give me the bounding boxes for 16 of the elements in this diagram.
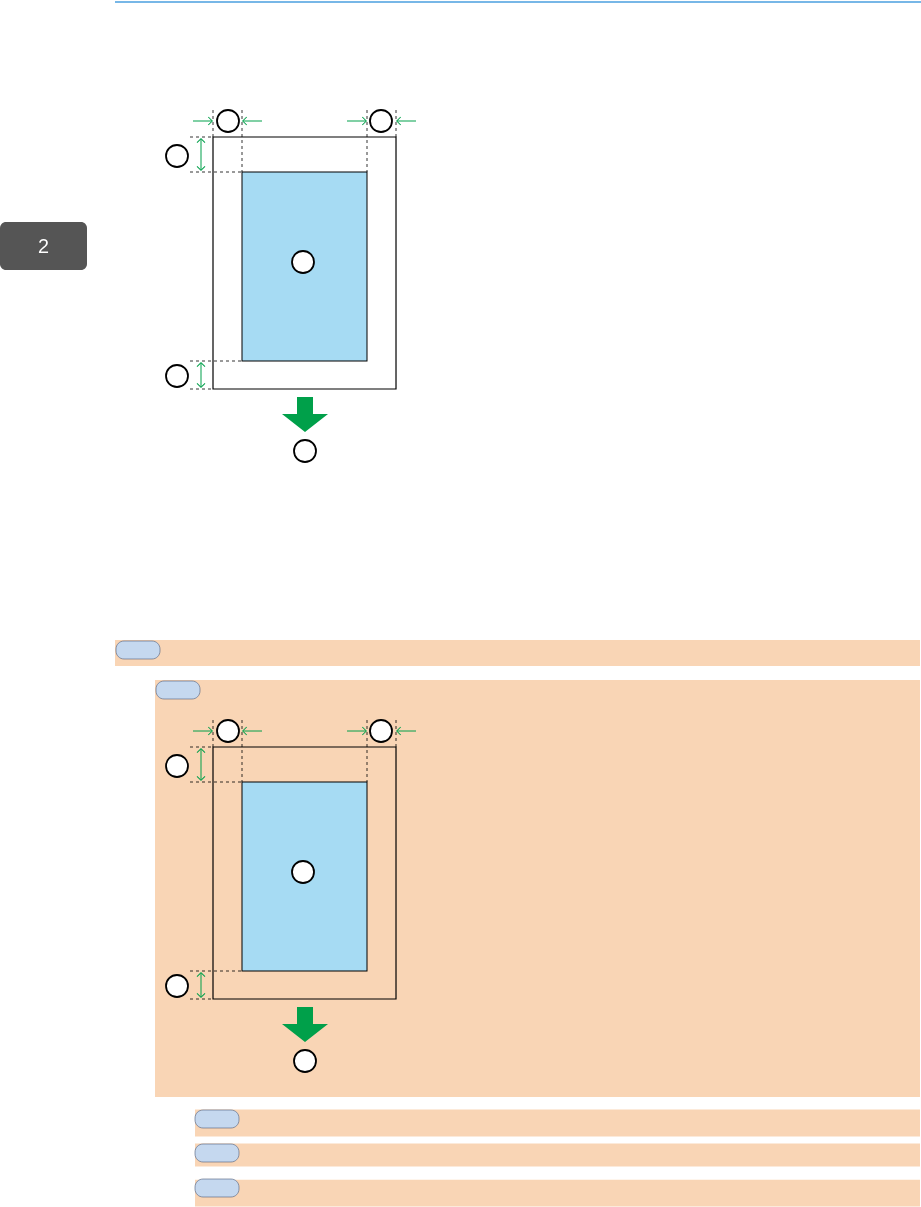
- callout-circle: [369, 109, 393, 133]
- band: [195, 1179, 920, 1207]
- badge: [194, 1143, 240, 1163]
- callout-circle: [165, 364, 189, 388]
- band: [195, 1143, 920, 1167]
- band: [115, 640, 920, 666]
- badge: [194, 1109, 240, 1129]
- band: [195, 1109, 920, 1137]
- badge: [155, 680, 201, 700]
- shaded-panel: [155, 680, 920, 1097]
- callout-circle: [293, 439, 317, 463]
- badge: [115, 640, 161, 660]
- callout-circle: [216, 109, 240, 133]
- callout-circle: [165, 144, 189, 168]
- chapter-tab: 2: [0, 222, 87, 270]
- badge: [194, 1178, 240, 1198]
